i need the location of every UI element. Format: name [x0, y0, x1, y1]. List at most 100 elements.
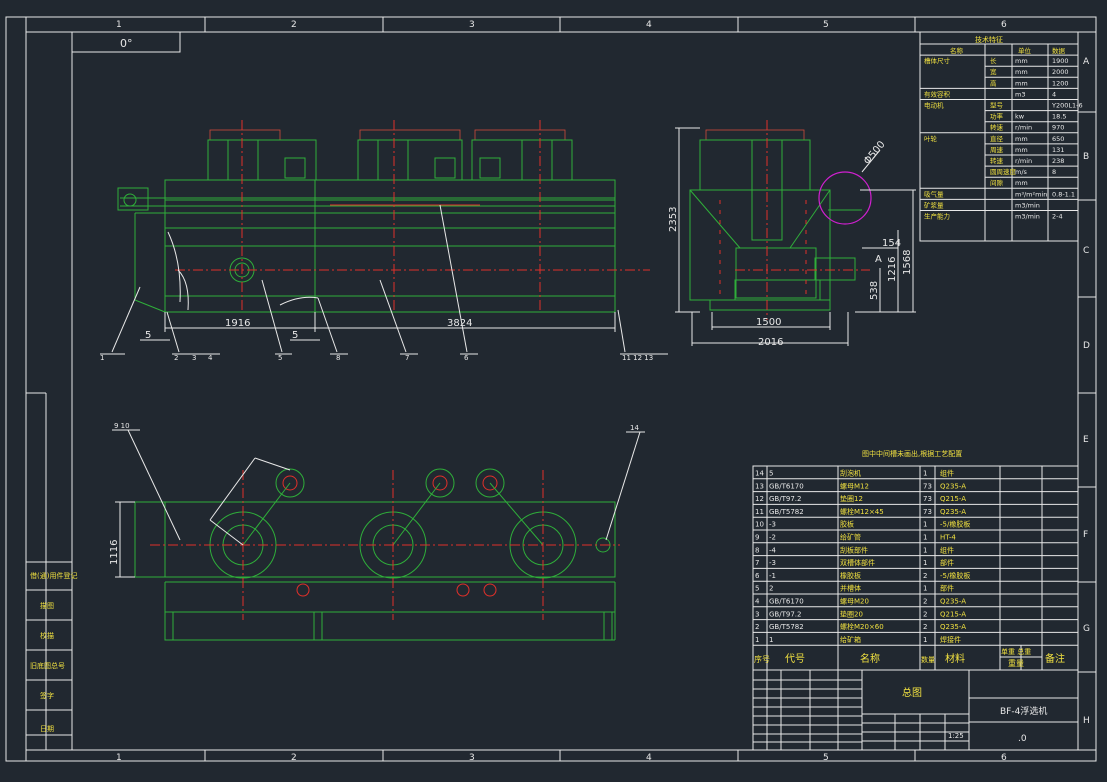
bom-cell: -2 [769, 534, 776, 542]
bom-cell: 组件 [940, 469, 954, 478]
bom-cell: Q235-A [940, 482, 966, 490]
callout-5: 5 [278, 354, 282, 362]
bom-cell: 2 [769, 585, 773, 593]
spec-cell: m³/m²min [1015, 190, 1047, 198]
spec-cell: 2000 [1052, 68, 1069, 76]
bom-cell: 双槽体部件 [840, 558, 875, 567]
bom-cell: -4 [769, 546, 777, 554]
col-label-2: 2 [291, 20, 297, 30]
dim-2016: 2016 [758, 337, 783, 348]
bom-cell: -5/橡胶板 [940, 520, 970, 529]
bom-caption: 图中中间槽未画出,根据工艺配置 [862, 449, 962, 458]
dim-1116: 1116 [109, 540, 120, 565]
spec-cell: 吸气量 [924, 189, 944, 198]
bom-header-weight: 单重 总重 [1001, 647, 1031, 656]
spec-cell: 直径 [990, 134, 1004, 143]
spec-cell: 功率 [990, 112, 1004, 121]
spec-cell: mm [1015, 146, 1028, 154]
bom-cell: 给矿箱 [840, 635, 861, 644]
spec-cell: 宽 [990, 67, 997, 76]
bom-cell: 垫圈12 [840, 494, 863, 503]
spec-cell: kw [1015, 113, 1025, 121]
bom-header-material: 材料 [945, 652, 965, 665]
bom-cell: Q215-A [940, 495, 966, 503]
spec-cell: 4 [1052, 90, 1056, 98]
row-label-H: H [1083, 716, 1090, 726]
bom-header-name: 名称 [860, 652, 880, 665]
bom-cell: -1 [769, 572, 776, 580]
bom-cell: 14 [755, 470, 764, 478]
end-view [675, 120, 916, 346]
bom-cell: 1 [923, 534, 927, 542]
spec-cell: 1900 [1052, 57, 1069, 65]
col-label-3-bottom: 3 [469, 753, 475, 763]
spec-cell: mm [1015, 57, 1028, 65]
bom-cell: 5 [755, 585, 759, 593]
bom-cell: 刮泡机 [840, 469, 861, 478]
spec-cell: 2-4 [1052, 213, 1063, 221]
bom-cell: 2 [923, 610, 927, 618]
bom-cell: 焊接件 [940, 635, 961, 644]
spec-cell: 高 [990, 78, 997, 87]
spec-cell: mm [1015, 135, 1028, 143]
callout-4: 4 [208, 354, 213, 362]
bom-cell: 1 [769, 636, 773, 644]
callout-3: 3 [192, 354, 196, 362]
dim-1216: 1216 [887, 257, 898, 282]
bom-cell: 并槽体 [840, 584, 861, 593]
spec-cell: 叶轮 [924, 134, 938, 143]
dim-538: 538 [869, 281, 880, 300]
callout-9-10: 9 10 [114, 422, 130, 430]
bom-cell: 螺母M12 [840, 481, 869, 490]
row-label-C: C [1083, 246, 1089, 256]
scale-value: 1:25 [948, 732, 964, 740]
row-label-E: E [1083, 435, 1089, 445]
spec-cell: m/s [1015, 168, 1028, 176]
bom-cell: 6 [755, 572, 760, 580]
bom-cell: GB/T97.2 [769, 610, 801, 618]
drawing-frame [5, 16, 1097, 762]
bom-header-weight-total: 重量 [1008, 658, 1024, 668]
callout-14: 14 [630, 424, 639, 432]
dim-1916: 1916 [225, 318, 250, 329]
stamp-label-2: 描图 [40, 601, 54, 610]
bom-cell: 橡胶板 [840, 571, 861, 580]
bom-cell: 2 [923, 623, 927, 631]
bom-cell: GB/T6170 [769, 482, 804, 490]
bom-cell: GB/T97.2 [769, 495, 801, 503]
spec-cell: 有效容积 [924, 89, 951, 98]
bom-cell: 2 [923, 572, 927, 580]
dim-3824: 3824 [447, 318, 472, 329]
bom-cell: GB/T5782 [769, 508, 804, 516]
col-label-6-bottom: 6 [1001, 753, 1007, 763]
spec-cell: 电动机 [924, 101, 944, 110]
bom-cell: 垫圈20 [840, 609, 863, 618]
bom-cell: 10 [755, 521, 764, 529]
bom-header-qty: 数量 [921, 655, 935, 664]
spec-cell: Y200L1-6 [1051, 102, 1083, 110]
sheet-number: .0 [1018, 734, 1027, 744]
spec-cell: 转速 [990, 156, 1004, 165]
spec-cell: 间隙 [990, 178, 1004, 187]
spec-cell: 长 [990, 56, 997, 65]
spec-cell: r/min [1015, 124, 1032, 132]
spec-cell: 周速 [990, 146, 1004, 154]
bom-cell: 给矿管 [840, 533, 861, 542]
col-label-6: 6 [1001, 20, 1007, 30]
bom-cell: 73 [923, 482, 932, 490]
stamp-label-4: 旧底图总号 [30, 661, 65, 670]
angle-box [71, 31, 181, 53]
detail-callout-phi500: Φ500 [862, 139, 888, 167]
machine-name: BF-4浮选机 [1000, 705, 1047, 717]
bom-cell: 4 [755, 598, 760, 606]
dim-2353: 2353 [668, 207, 679, 232]
spec-cell: 圆周速度 [990, 167, 1017, 176]
callout-1: 1 [100, 354, 104, 362]
spec-cell: mm [1015, 79, 1028, 87]
bom-cell: Q235-A [940, 623, 966, 631]
angle-box-text: 0° [120, 37, 133, 50]
col-label-1: 1 [116, 20, 122, 30]
col-label-1-bottom: 1 [116, 753, 122, 763]
dim-154: 154 [882, 238, 901, 249]
